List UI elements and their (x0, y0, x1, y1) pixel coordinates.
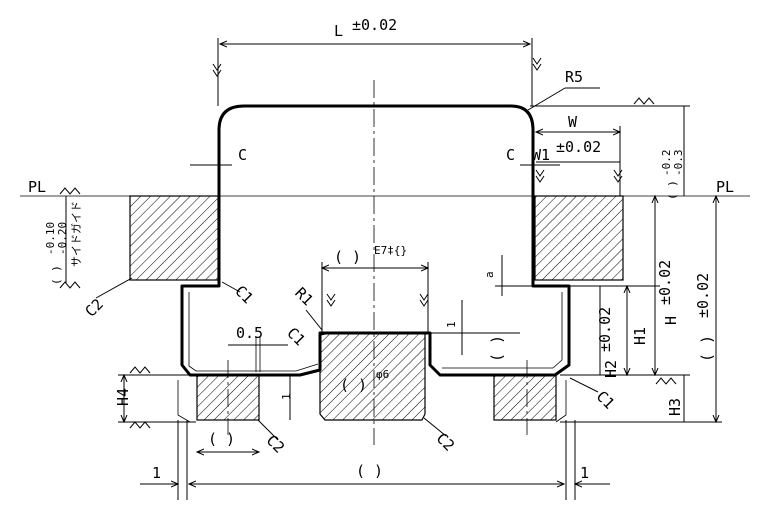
H4-label: H4 (114, 388, 132, 406)
C1-upper-leader (221, 281, 241, 293)
finish-mark-1 (212, 63, 222, 77)
side-guide-tolerance: ( ) -0.10 -0.20 サイドガイド (44, 201, 83, 285)
bottom-one-left-label: 1 (152, 464, 161, 482)
C2-left-leader (95, 277, 133, 299)
finish-mark-10 (655, 377, 677, 385)
bottom-one-right-label: 1 (580, 464, 589, 482)
finish-mark-12 (613, 169, 623, 183)
ejector-left (196, 374, 260, 421)
C-right-label: C (506, 146, 515, 164)
finish-mark-6 (326, 293, 336, 307)
product-outline (180, 104, 571, 377)
right-top-tolerance: ( ) -0.2 -0.3 (660, 150, 685, 201)
C1-upper-label: C1 (231, 282, 257, 308)
R1-label: R1 (291, 284, 317, 310)
H2-label: H2 (602, 360, 620, 378)
base-contour (177, 380, 567, 423)
H2-tolerance: ±0.02 (596, 307, 614, 352)
finish-mark-8 (129, 366, 151, 374)
finish-mark-4 (59, 187, 81, 195)
C2-bottom-label: C2 (263, 431, 289, 457)
phi6-label: φ6 (376, 368, 389, 381)
C2-left-label: C2 (82, 295, 108, 321)
C2-bottom-leader (257, 419, 279, 441)
bottom-paren-label: ( ) (356, 462, 383, 480)
finish-mark-2 (532, 57, 542, 71)
L-tolerance: ±0.02 (352, 16, 397, 34)
finish-mark-7 (419, 293, 429, 307)
PL-right-label: PL (716, 178, 734, 196)
H-tolerance: ±0.02 (656, 260, 674, 305)
dim-05-label: 0.5 (236, 324, 263, 342)
H-label: H (662, 316, 680, 325)
paren-center: ( ) (340, 376, 367, 394)
finish-mark-3 (633, 97, 655, 105)
side-guide-left (129, 195, 219, 281)
one-mid-label: 1 (445, 321, 458, 328)
W-label: W (568, 113, 578, 131)
C2-center-leader (423, 417, 447, 437)
finish-mark-9 (129, 421, 151, 429)
L-label: L (334, 22, 343, 40)
C2-center-label: C2 (433, 429, 459, 455)
side-tol-lower: -0.20 (56, 222, 69, 255)
finish-marks (59, 57, 677, 429)
C-left-label: C (238, 146, 247, 164)
C1-right-leader (569, 377, 599, 393)
inner-contour-right (442, 292, 563, 369)
H1-label: H1 (631, 327, 649, 345)
PL-left-label: PL (28, 178, 46, 196)
E-paren: ( ) (334, 248, 361, 266)
right-tol-lower: -0.3 (672, 150, 685, 177)
finish-mark-11 (535, 169, 545, 183)
side-tol-upper: -0.10 (44, 222, 57, 255)
ejector-right (493, 374, 557, 421)
a-label: a (483, 271, 496, 278)
inner-contour (188, 292, 319, 372)
finish-mark-5 (59, 281, 81, 289)
paren-mid: ( ) (488, 335, 506, 362)
center-insert (319, 332, 426, 421)
R1-leader (305, 309, 323, 331)
right-paren: ( ) (698, 335, 716, 362)
side-guide-note: サイドガイド (70, 201, 83, 267)
paren-bottom-left: ( ) (208, 430, 235, 448)
W1-label: W1 (532, 146, 550, 164)
R5-leader (527, 87, 566, 111)
right-tolerance: ±0.02 (694, 273, 712, 318)
E-note: E7‡{} (374, 244, 407, 257)
R5-label: R5 (565, 68, 583, 86)
right-tol-upper: -0.2 (660, 150, 673, 177)
one-left-label: 1 (280, 393, 293, 400)
paren-left: ( ) (50, 265, 63, 285)
W1-tolerance: ±0.02 (556, 138, 601, 156)
H3-label: H3 (666, 398, 684, 416)
C1-mid-label: C1 (283, 324, 309, 350)
side-guide-right (534, 195, 624, 281)
right-paren-top: ( ) (666, 180, 679, 200)
